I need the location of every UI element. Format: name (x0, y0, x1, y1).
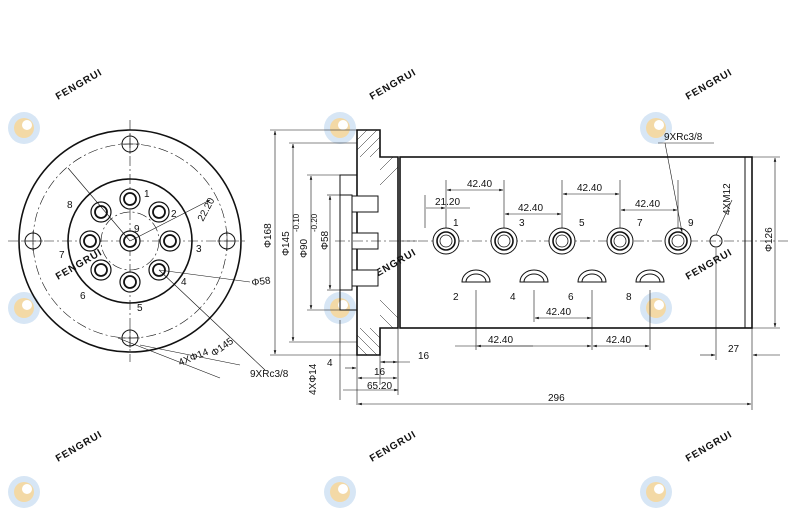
front-port (79, 188, 181, 293)
watermark-text: FENGRUI (54, 67, 105, 103)
dim-side-d58: Φ58 (320, 230, 331, 250)
front-port-number: 1 (144, 189, 150, 200)
dim-side-4: 4 (327, 358, 333, 369)
dim-body-4240-c: 42.40 (577, 183, 602, 194)
dim-side-d145: Φ145 (281, 231, 292, 256)
body-outline (399, 156, 753, 329)
watermark-text: FENGRUI (368, 429, 419, 465)
watermark-layer: FENGRUI FENGRUI FENGRUI FENGRUI FENGRUI … (8, 67, 735, 508)
dim-body-21-20: 21.20 (435, 197, 460, 208)
dim-body-4240-e: 42.40 (546, 307, 571, 318)
front-port-number: 2 (171, 209, 177, 220)
dim-side-d90: Φ90 (299, 238, 310, 258)
body-port-label: 2 (453, 292, 459, 303)
watermark-text: FENGRUI (684, 67, 735, 103)
dim-body-d126: Φ126 (764, 227, 775, 252)
front-port-number: 3 (196, 244, 202, 255)
dim-side-16a: 16 (418, 351, 430, 362)
dim-side-tol-up: -0.10 (292, 213, 301, 232)
dim-body-27: 27 (728, 344, 740, 355)
front-view: 1 2 3 4 5 6 7 8 9 22.20 Φ58 Φ145 4XΦ14 9… (8, 120, 289, 380)
dim-body-4240-b: 42.40 (518, 203, 543, 214)
front-port-number: 5 (137, 303, 143, 314)
dim-side-16b: 16 (374, 367, 386, 378)
dim-body-296: 296 (548, 393, 565, 404)
dim-side-tol-dn: -0.20 (310, 213, 319, 232)
body-view: 1 2 3 4 5 6 7 8 9 42.40 21.20 42.40 42.4… (357, 132, 790, 410)
dim-body-9x-rc38: 9XRc3/8 (664, 132, 703, 143)
body-port-label: 5 (579, 218, 585, 229)
dim-body-4240-a: 42.40 (467, 179, 492, 190)
body-port-label: 9 (688, 218, 694, 229)
dim-4x-d14: 4XΦ14 (177, 347, 211, 369)
body-port-label: 8 (626, 292, 632, 303)
body-port-label: 7 (637, 218, 643, 229)
body-port-label: 6 (568, 292, 574, 303)
dim-body-4x-m12: 4XM12 (722, 183, 733, 215)
dim-9x-rc38-front: 9XRc3/8 (250, 369, 289, 380)
dim-side-d168: Φ168 (263, 223, 274, 248)
front-port-number: 9 (134, 224, 140, 235)
dim-side-4x-d14: 4XΦ14 (308, 363, 319, 395)
front-port-number: 7 (59, 250, 65, 261)
body-port-label: 4 (510, 292, 516, 303)
dim-body-4240-f: 42.40 (488, 335, 513, 346)
front-port-number: 4 (181, 277, 187, 288)
watermark-text: FENGRUI (368, 67, 419, 103)
front-port-number: 8 (67, 200, 73, 211)
front-port-number: 6 (80, 291, 86, 302)
dim-body-4240-g: 42.40 (606, 335, 631, 346)
flange-outline (18, 129, 242, 353)
watermark-text: FENGRUI (684, 429, 735, 465)
body-port-label: 3 (519, 218, 525, 229)
dim-side-65-20: 65.20 (367, 381, 392, 392)
dim-body-4240-d: 42.40 (635, 199, 660, 210)
dim-d58: Φ58 (251, 275, 272, 289)
watermark-text: FENGRUI (684, 247, 735, 283)
watermark-text: FENGRUI (54, 429, 105, 465)
side-view: Φ168 Φ145 Φ90 -0.10 -0.20 Φ58 4XΦ14 4 16… (263, 129, 430, 405)
dim-22-20: 22.20 (196, 196, 218, 224)
hub-outline (67, 178, 193, 304)
body-port-label: 1 (453, 218, 459, 229)
